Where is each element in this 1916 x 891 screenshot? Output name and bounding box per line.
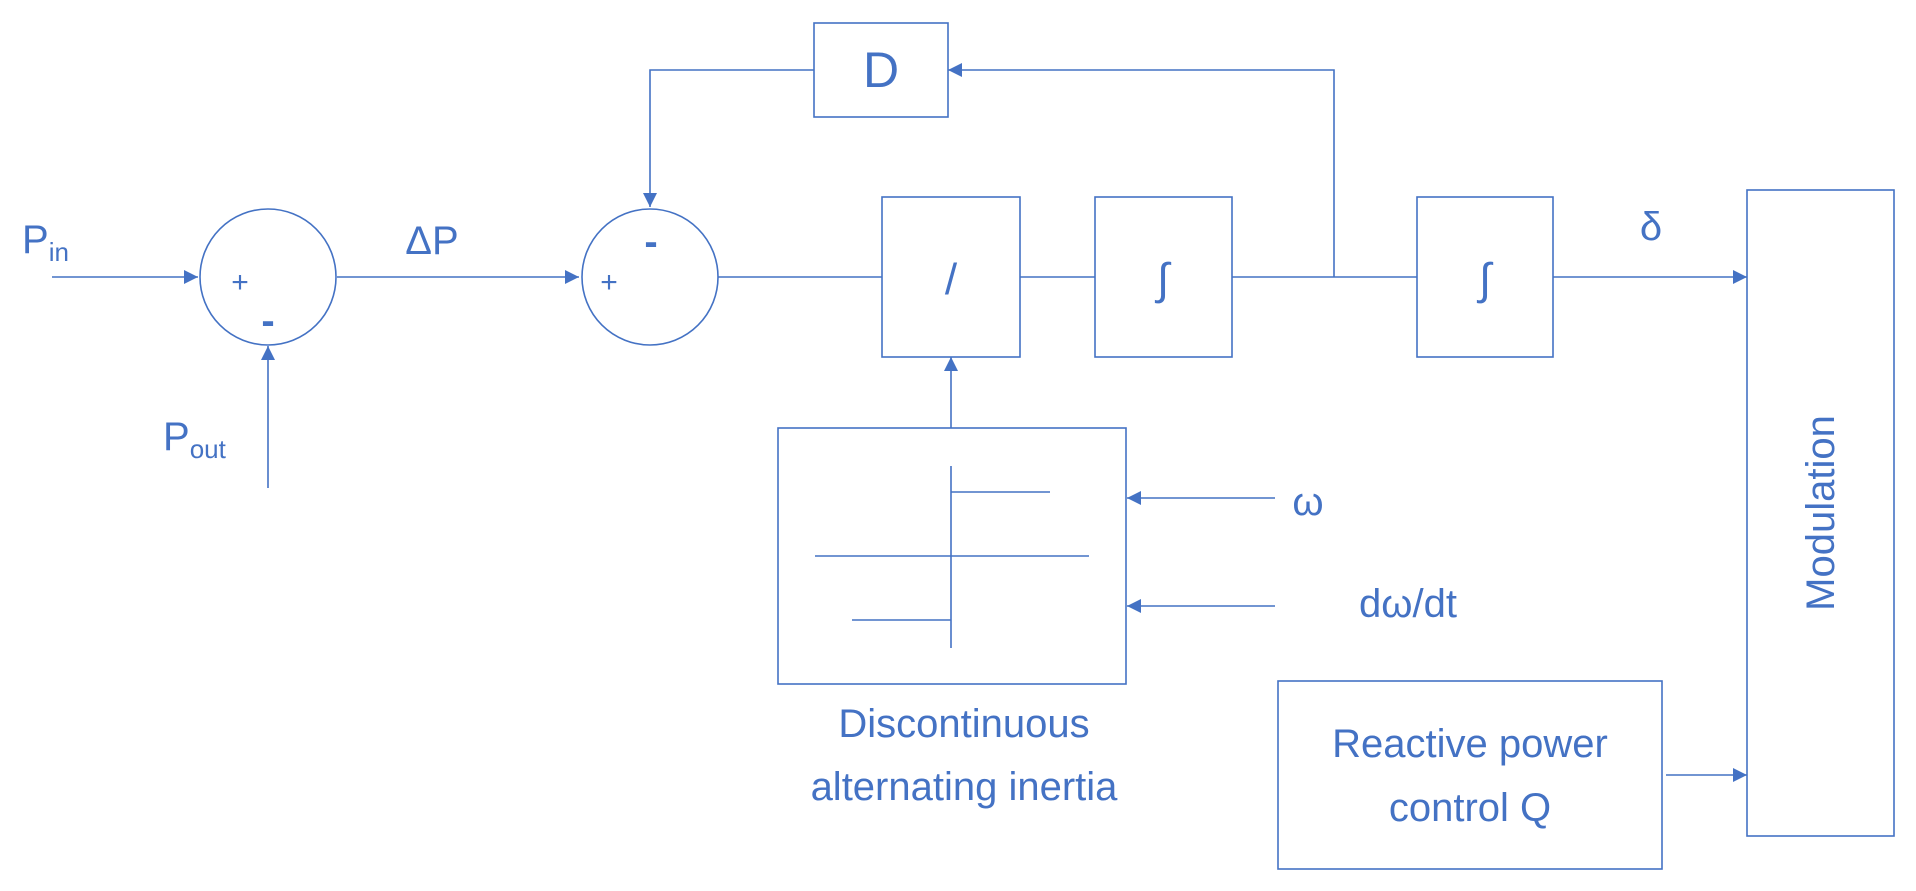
inertia-caption-line1: Discontinuous (838, 702, 1089, 746)
integrator-2-label: ∫ (1476, 255, 1494, 304)
divide-block: / (881, 196, 1021, 358)
divide-label: / (945, 255, 958, 304)
p-in-label: Pin (22, 218, 69, 267)
damping-feedback-line (948, 63, 1335, 277)
p-out-label: Pout (163, 415, 227, 464)
omega-label: ω (1292, 480, 1323, 524)
reactive-power-label-line1: Reactive power (1332, 722, 1608, 766)
summer-1-plus: + (231, 266, 249, 299)
modulation-block: Modulation (1746, 189, 1895, 837)
summer-2-plus: + (600, 266, 618, 299)
summer-2-minus: - (644, 220, 657, 264)
delta-p-label: ΔP (405, 219, 458, 263)
inertia-block (777, 427, 1127, 685)
p-out-subscript: out (190, 434, 227, 464)
damping-label: D (863, 42, 899, 98)
summer-1-minus: - (261, 299, 274, 343)
p-in-subscript: in (49, 237, 69, 267)
summer-1: + - (199, 208, 337, 346)
reactive-power-block: Reactive power control Q (1277, 680, 1663, 870)
damping-to-summer-line (643, 69, 814, 207)
integrator-block-2: ∫ (1416, 196, 1554, 358)
integrator-block-1: ∫ (1094, 196, 1233, 358)
summer-2: + - (581, 208, 719, 346)
delta-label: δ (1640, 205, 1662, 249)
modulation-label: Modulation (1799, 415, 1843, 611)
reactive-power-label-line2: control Q (1389, 786, 1551, 830)
damping-block: D (813, 22, 949, 118)
integrator-1-label: ∫ (1154, 255, 1172, 304)
inertia-caption-line2: alternating inertia (811, 765, 1119, 809)
domega-dt-label: dω/dt (1359, 582, 1457, 626)
